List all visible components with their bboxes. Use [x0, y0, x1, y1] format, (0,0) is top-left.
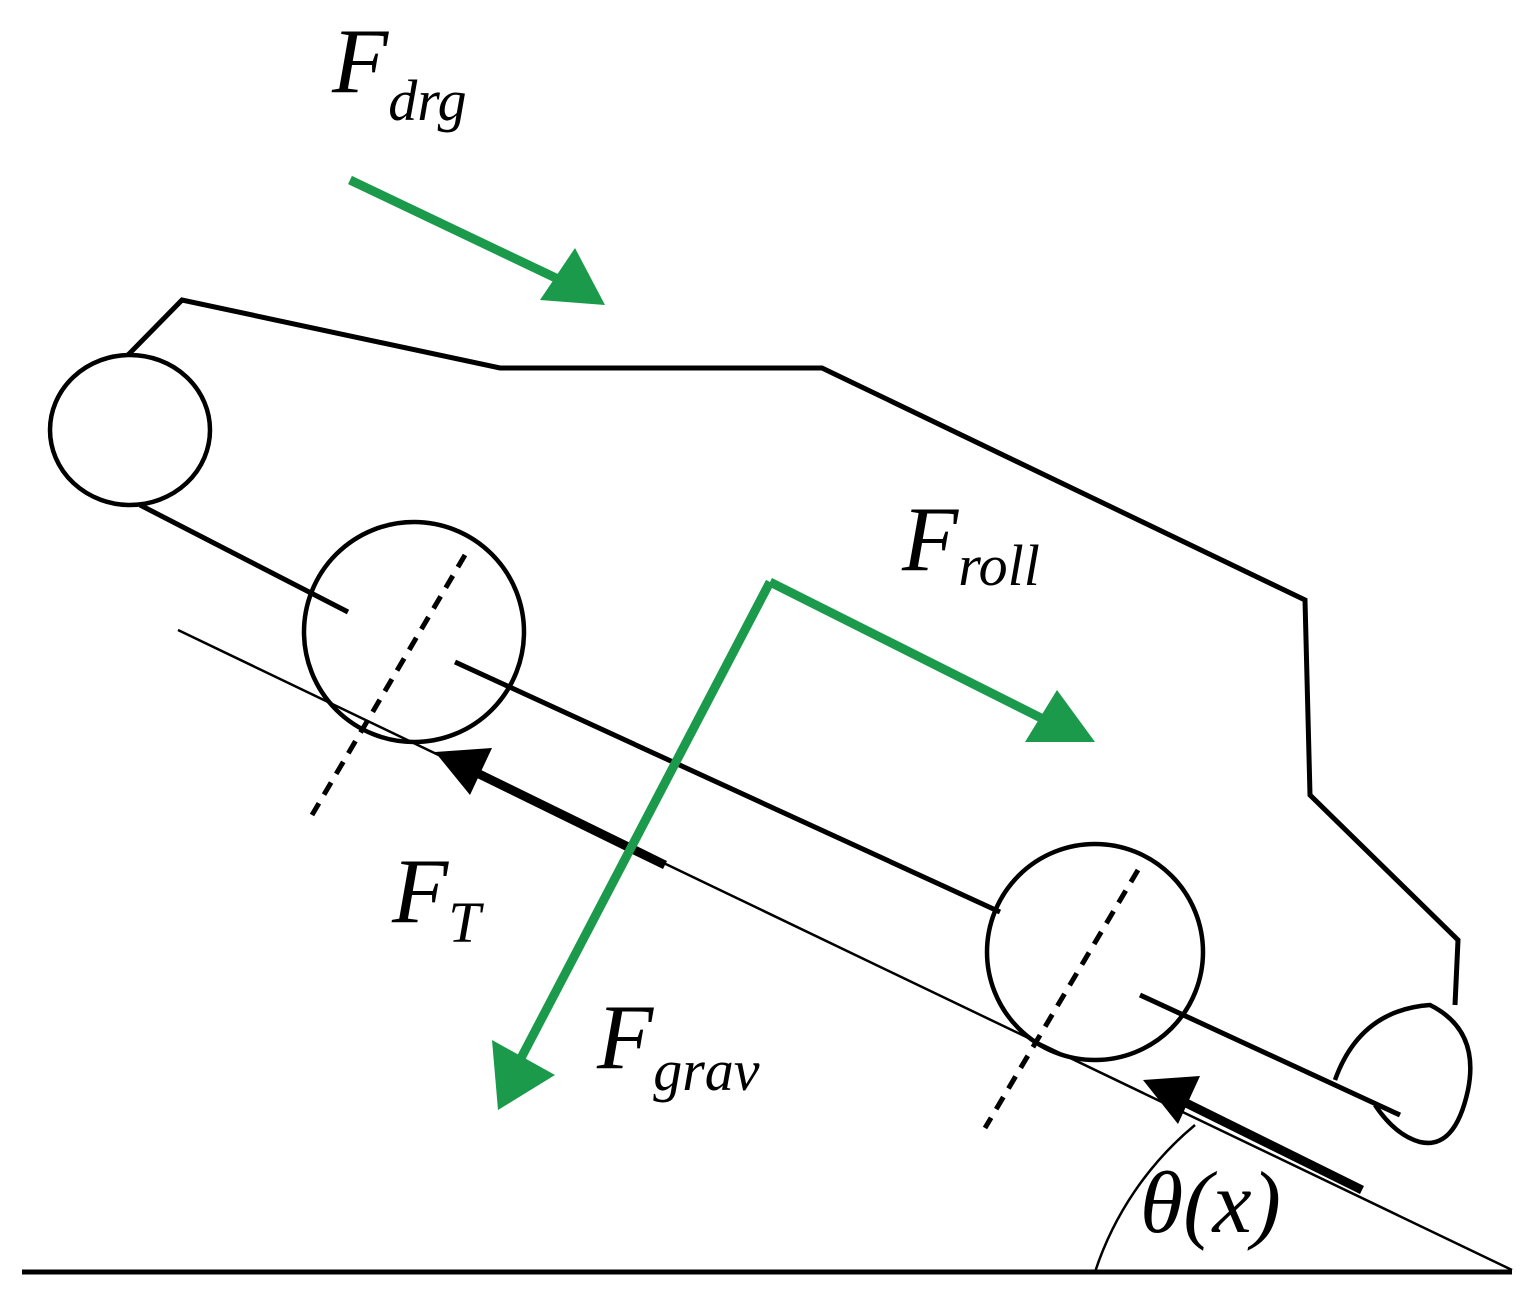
rear-light: [1332, 1002, 1473, 1146]
front-light: [47, 352, 213, 508]
drag-force-arrow: [348, 175, 605, 305]
rear-wheel: [984, 841, 1206, 1063]
gravity-force-label: Fgrav: [596, 986, 760, 1103]
incline-angle-label: θ(x): [1140, 1155, 1281, 1252]
incline-line: [177, 628, 1513, 1272]
car-body-outline: [126, 297, 1461, 1006]
roll-force-label: Froll: [901, 488, 1040, 598]
car-underbody-mid: [453, 659, 1002, 915]
gravity-force-arrow: [492, 579, 774, 1110]
car-underbody-front: [138, 502, 350, 615]
roll-force-arrow: [767, 577, 1095, 742]
traction-force-label: FT: [391, 840, 484, 955]
drag-force-label: Fdrg: [331, 10, 467, 133]
rear-axle-line: [982, 868, 1141, 1130]
angle-arc: [1093, 1124, 1196, 1273]
front-axle-line: [309, 553, 468, 817]
front-wheel: [301, 519, 527, 745]
traction-arrow-rear: [1143, 1076, 1364, 1195]
